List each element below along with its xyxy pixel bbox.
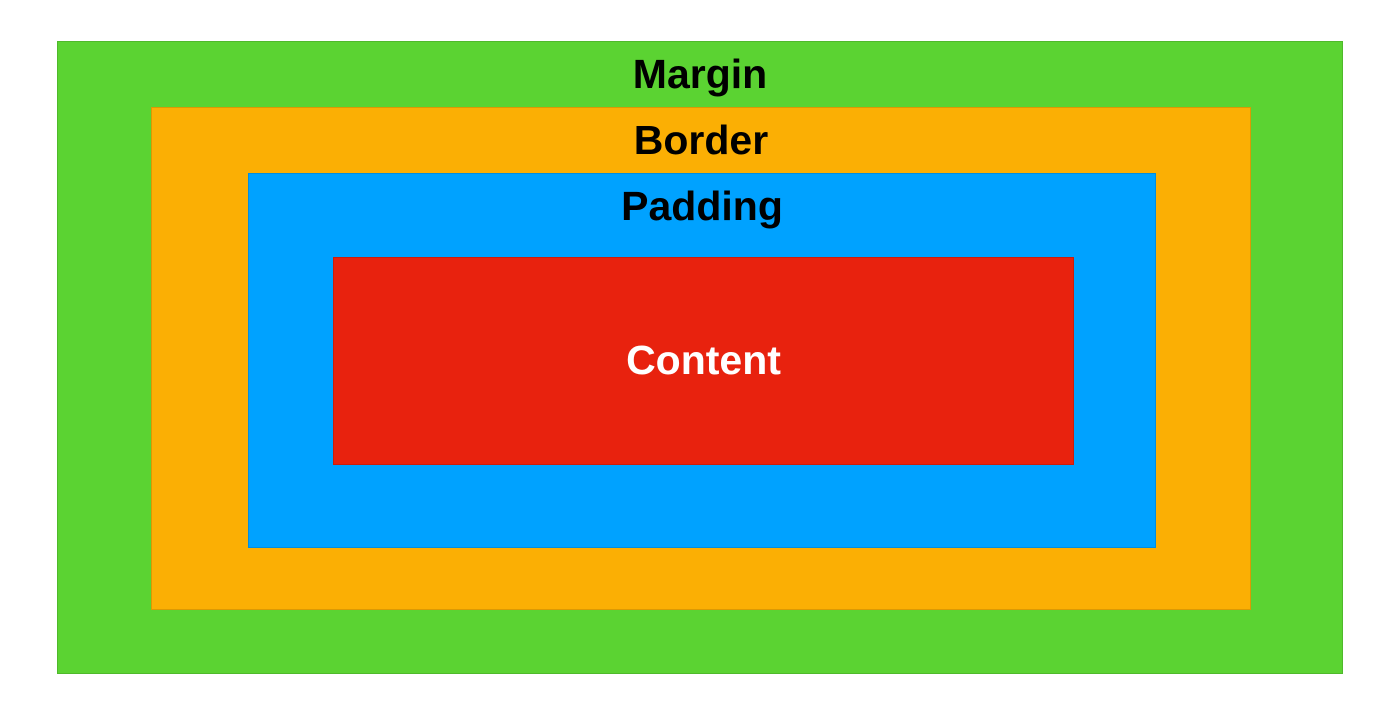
padding-box: Padding Content [248,173,1156,548]
border-box: Border Padding Content [151,107,1251,610]
margin-box: Margin Border Padding Content [57,41,1343,674]
content-label: Content [626,337,781,384]
padding-label: Padding [621,183,783,229]
border-label: Border [633,117,769,163]
margin-label: Margin [632,51,768,97]
content-box: Content [333,257,1074,465]
